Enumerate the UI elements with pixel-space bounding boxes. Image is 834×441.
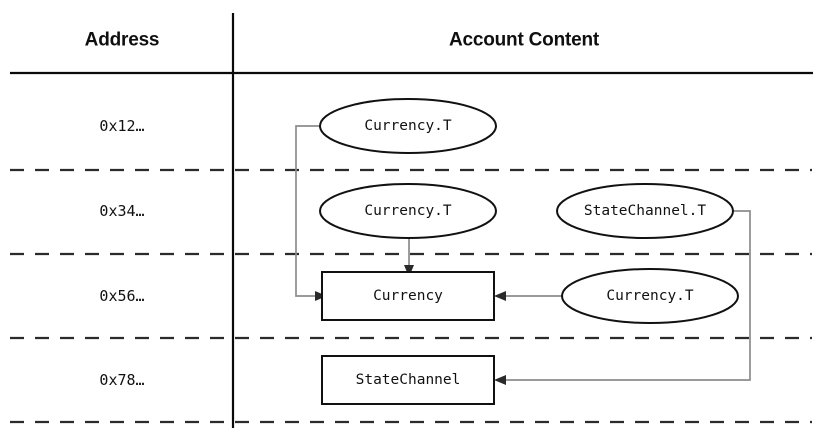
node-row4-statechannel-box[interactable] — [321, 355, 495, 405]
node-row1-currency-type-ellipse[interactable] — [319, 98, 497, 154]
node-row3-currency-box[interactable] — [321, 271, 495, 321]
column-header-address: Address — [85, 30, 160, 51]
column-header-account-content: Account Content — [449, 30, 600, 51]
node-row3-currency-type-label: Currency.T — [606, 288, 694, 304]
arrowhead-into-currency-box-right — [494, 291, 506, 301]
node-row2-currency-type-label: Currency.T — [364, 203, 452, 219]
address-cell-row-1: 0x12… — [99, 117, 144, 135]
node-row2-statechannel-type-label: StateChannel.T — [584, 203, 706, 219]
address-cell-row-4: 0x78… — [99, 371, 144, 389]
node-row2-statechannel-type-ellipse[interactable] — [556, 183, 734, 239]
node-row3-currency-type-ellipse[interactable] — [561, 268, 739, 324]
connector-statechannel-t-to-statechannel-box — [506, 210, 751, 381]
address-cell-row-2: 0x34… — [99, 202, 144, 220]
node-row2-currency-type-ellipse[interactable] — [319, 183, 497, 239]
connector-row1-currency-to-currency-box — [295, 125, 320, 297]
arrowhead-into-statechannel-box — [494, 375, 506, 385]
node-row4-statechannel-box-label: StateChannel — [356, 372, 461, 388]
node-row1-currency-type-label: Currency.T — [364, 118, 452, 134]
node-row3-currency-box-label: Currency — [373, 288, 443, 304]
address-cell-row-3: 0x56… — [99, 287, 144, 305]
